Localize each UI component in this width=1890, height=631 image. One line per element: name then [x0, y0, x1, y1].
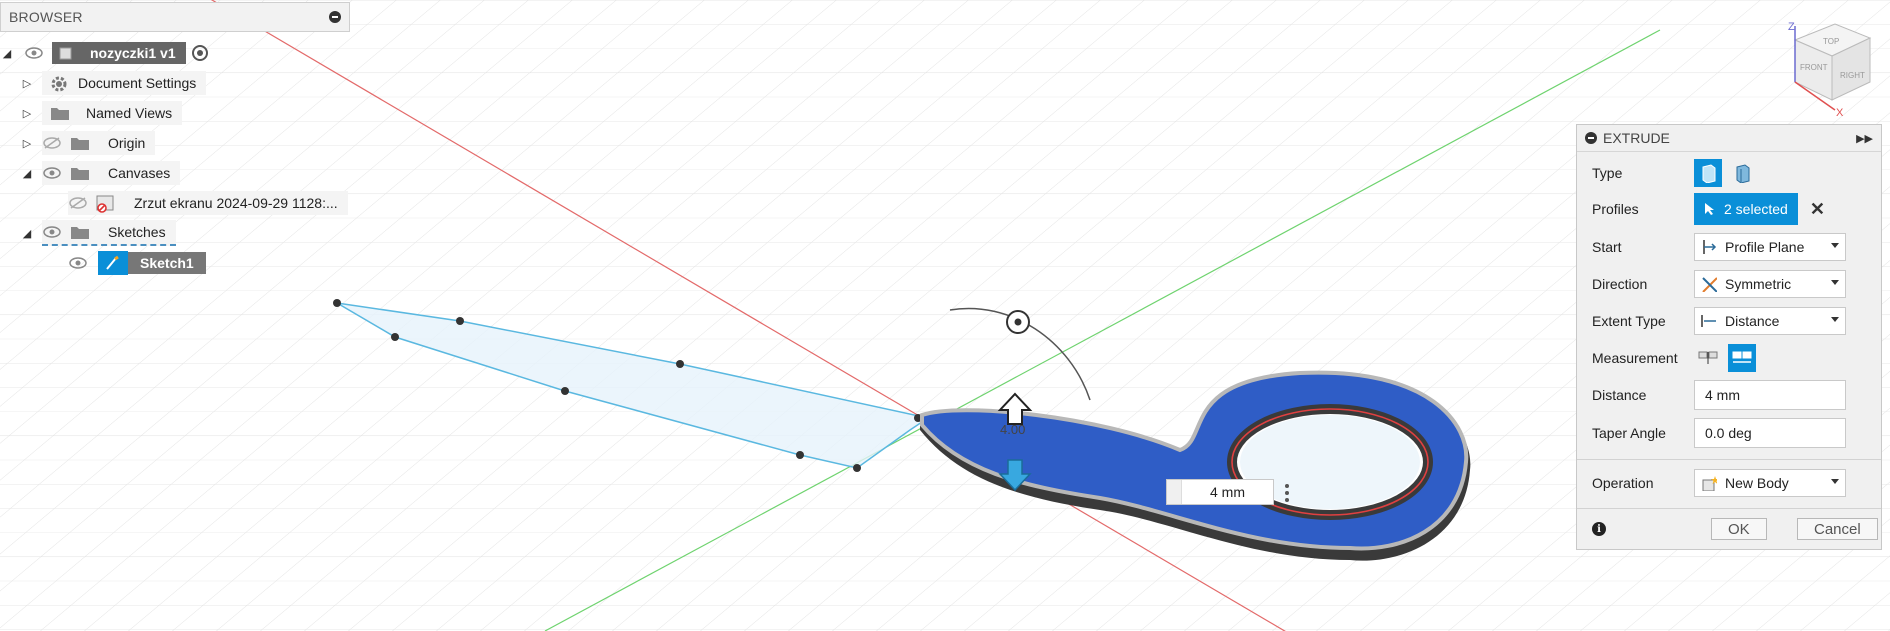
extrude-dialog: EXTRUDE ▶▶ Type Profiles 2 selected ✕ St…	[1576, 124, 1882, 550]
folder-icon	[70, 135, 90, 151]
expanded-triangle-icon[interactable]: ◢	[22, 167, 32, 180]
chevron-down-icon	[1831, 479, 1839, 484]
y-axis-line	[544, 29, 1661, 631]
start-select[interactable]: Profile Plane	[1694, 233, 1846, 261]
row-distance: Distance 4 mm	[1577, 377, 1881, 413]
distance-overlay-value: 4 mm	[1210, 484, 1245, 500]
axis-z-label: Z	[1788, 21, 1795, 33]
collapsed-triangle-icon[interactable]: ▷	[22, 137, 32, 150]
sketch-icon	[98, 251, 128, 275]
tree-item-canvas-image[interactable]: Zrzut ekranu 2024-09-29 1128:...	[68, 190, 348, 216]
eye-icon[interactable]	[42, 166, 62, 180]
collapse-icon[interactable]	[329, 11, 341, 23]
symmetric-icon	[1702, 277, 1717, 292]
expand-icon[interactable]: ▶▶	[1856, 132, 1873, 145]
axis-x-label: X	[1836, 107, 1844, 119]
eye-icon[interactable]	[42, 225, 62, 239]
row-taper-angle: Taper Angle 0.0 deg	[1577, 415, 1881, 451]
new-body-icon	[1702, 476, 1717, 491]
chevron-down-icon	[1831, 243, 1839, 248]
folder-icon	[50, 105, 70, 121]
drag-grip[interactable]	[1167, 480, 1182, 504]
measurement-model-button[interactable]	[1694, 344, 1722, 372]
row-operation: Operation New Body	[1577, 465, 1881, 501]
collapsed-triangle-icon[interactable]: ▷	[22, 107, 32, 120]
root-component-label: nozyczki1 v1	[80, 42, 186, 64]
extruded-body[interactable]	[920, 370, 1471, 561]
sketch-points	[333, 299, 922, 472]
tree-item-canvases[interactable]: ◢ Canvases	[20, 160, 181, 186]
extrude-up-arrow-icon[interactable]	[997, 392, 1033, 425]
clear-selection-icon[interactable]: ✕	[1809, 198, 1825, 219]
row-start: Start Profile Plane	[1577, 229, 1881, 265]
tree-item-named-views[interactable]: ▷ Named Views	[20, 100, 183, 126]
sketch1-label: Sketch1	[128, 252, 206, 274]
browser-title: BROWSER	[9, 9, 83, 25]
row-extent-type: Extent Type Distance	[1577, 303, 1881, 339]
profile-plane-icon	[1703, 240, 1717, 254]
cursor-icon	[1705, 203, 1714, 215]
extrude-title: EXTRUDE	[1603, 130, 1670, 146]
activate-radio-icon[interactable]	[191, 45, 208, 61]
row-footer: i OK Cancel	[1577, 511, 1881, 547]
sketch-profile-blade[interactable]	[336, 302, 930, 469]
direction-select[interactable]: Symmetric	[1694, 270, 1846, 298]
eye-icon[interactable]	[68, 256, 88, 270]
tree-item-sketches[interactable]: ◢ Sketches	[20, 220, 176, 246]
x-axis-line	[210, 0, 1286, 631]
distance-input-overlay[interactable]: 4 mm	[1166, 479, 1289, 505]
row-measurement: Measurement	[1577, 340, 1881, 376]
row-type: Type	[1577, 155, 1881, 191]
folder-icon	[70, 165, 90, 181]
tree-item-document-settings[interactable]: ▷ Document Settings	[20, 70, 207, 96]
expanded-triangle-icon[interactable]: ◢	[2, 47, 12, 60]
more-options-icon[interactable]	[1285, 484, 1291, 502]
expanded-triangle-icon[interactable]: ◢	[22, 227, 32, 240]
collapsed-triangle-icon[interactable]: ▷	[22, 77, 32, 90]
divider	[1577, 459, 1881, 460]
operation-select[interactable]: New Body	[1694, 469, 1846, 497]
eye-hidden-icon[interactable]	[68, 196, 88, 210]
folder-icon	[70, 224, 90, 240]
chevron-down-icon	[1831, 280, 1839, 285]
tree-item-sketch1[interactable]: Sketch1	[68, 250, 206, 276]
eye-hidden-icon[interactable]	[42, 136, 62, 150]
canvas-image-icon	[96, 195, 116, 213]
info-icon[interactable]: i	[1592, 522, 1606, 536]
collapse-icon[interactable]	[1585, 132, 1597, 144]
extrude-down-arrow-icon[interactable]	[998, 459, 1032, 492]
browser-header[interactable]: BROWSER	[0, 2, 350, 32]
distance-icon	[1701, 315, 1716, 327]
cancel-button[interactable]: Cancel	[1797, 518, 1878, 540]
svg-text:FRONT: FRONT	[1800, 63, 1828, 72]
extrude-header[interactable]: EXTRUDE ▶▶	[1577, 125, 1881, 152]
extent-type-select[interactable]: Distance	[1694, 307, 1846, 335]
tree-root[interactable]: ◢ nozyczki1 v1	[0, 40, 208, 66]
dimension-label: 4.00	[1000, 422, 1025, 437]
svg-text:TOP: TOP	[1823, 37, 1839, 46]
angle-handle-icon[interactable]	[1006, 310, 1030, 334]
component-icon	[52, 42, 80, 64]
type-thin-button[interactable]	[1728, 159, 1756, 187]
view-cube[interactable]: TOP FRONT RIGHT Z X	[1788, 21, 1872, 119]
angle-arc	[949, 307, 1091, 401]
profiles-select-button[interactable]: 2 selected	[1694, 193, 1798, 225]
divider	[1577, 508, 1881, 509]
chevron-down-icon	[1831, 317, 1839, 322]
measurement-screen-button[interactable]	[1728, 344, 1756, 372]
distance-input[interactable]: 4 mm	[1694, 380, 1846, 410]
eye-icon[interactable]	[24, 46, 44, 60]
ok-button[interactable]: OK	[1711, 518, 1767, 540]
svg-text:RIGHT: RIGHT	[1840, 71, 1865, 80]
taper-angle-input[interactable]: 0.0 deg	[1694, 418, 1846, 448]
gear-icon	[50, 75, 70, 92]
row-direction: Direction Symmetric	[1577, 266, 1881, 302]
tree-item-origin[interactable]: ▷ Origin	[20, 130, 156, 156]
type-solid-button[interactable]	[1694, 159, 1722, 187]
row-profiles: Profiles 2 selected ✕	[1577, 191, 1881, 227]
